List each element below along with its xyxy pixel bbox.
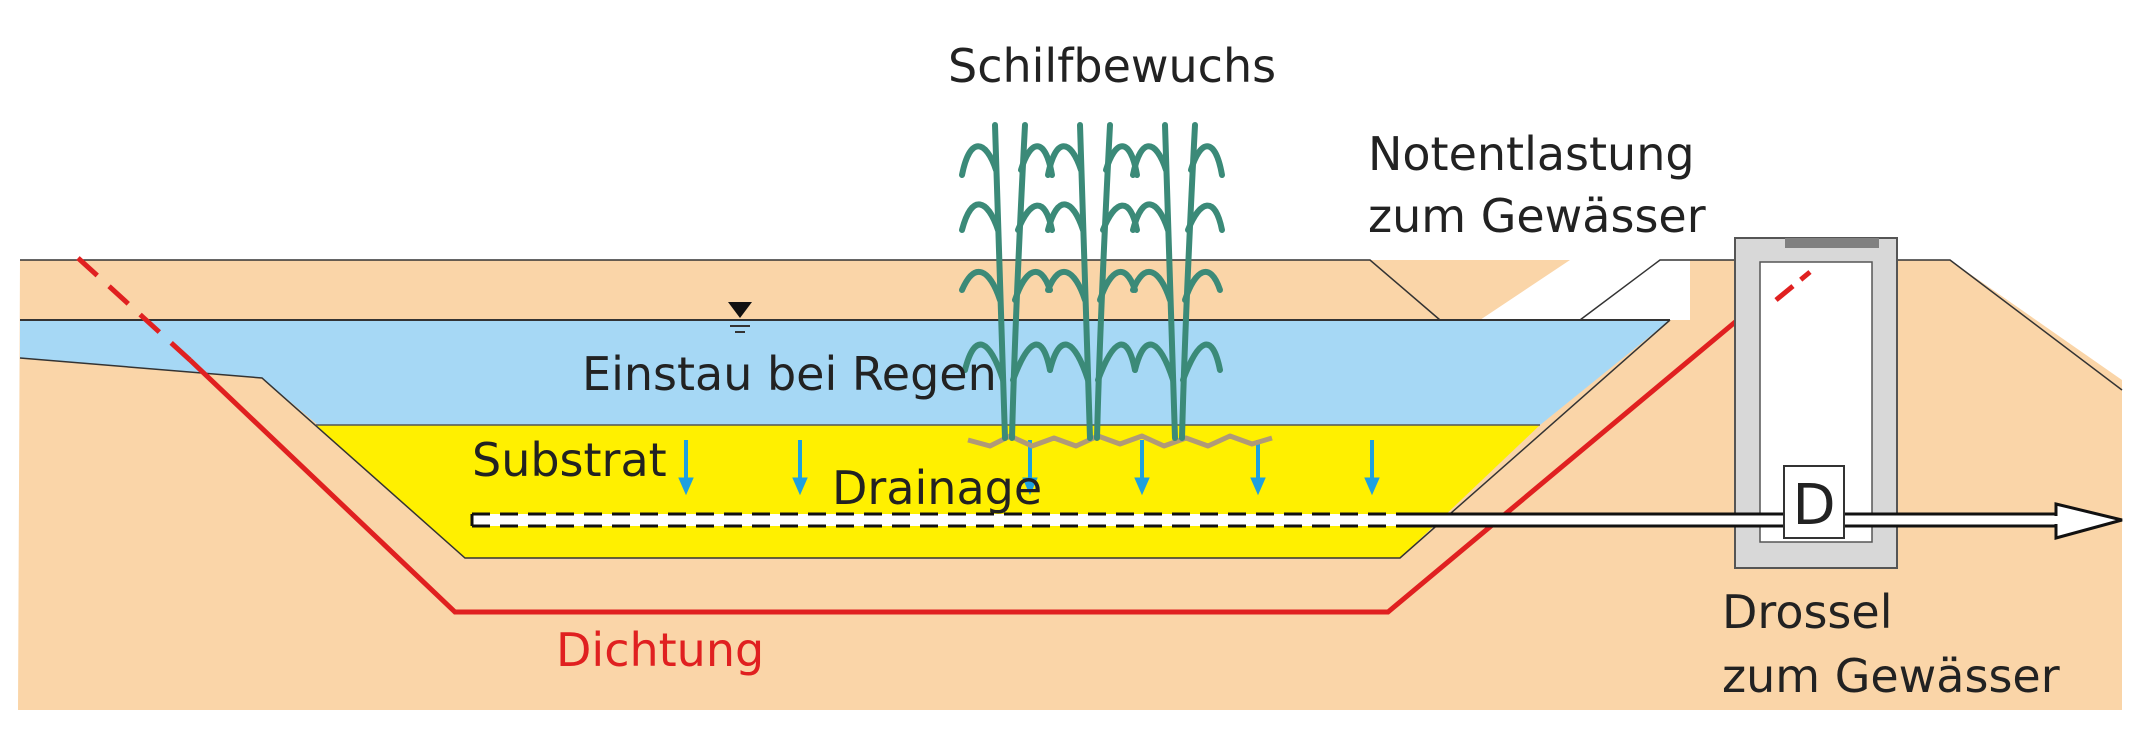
label-reed: Schilfbewuchs	[948, 39, 1276, 93]
label-overflow-line1: Notentlastung	[1368, 127, 1695, 181]
water-body	[20, 320, 1670, 425]
label-ponding: Einstau bei Regen	[582, 347, 997, 401]
seal-dashed-left	[76, 256, 192, 362]
embankment-line-right	[1885, 259, 2123, 391]
down-arrow-icon	[678, 440, 694, 496]
label-throttle-line1: Drossel	[1722, 585, 1892, 639]
label-seal: Dichtung	[556, 623, 764, 677]
seal-line	[188, 316, 1742, 615]
down-arrow-icon	[1364, 440, 1380, 496]
seal-dashed-shaft	[1774, 270, 1812, 302]
label-substrate: Substrat	[472, 433, 667, 487]
down-arrow-icon	[792, 440, 808, 496]
label-drainage: Drainage	[832, 461, 1042, 515]
down-arrow-icon	[1134, 440, 1150, 496]
throttle-box: D	[1783, 465, 1845, 539]
shaft-lid	[1785, 238, 1879, 248]
down-arrow-icon	[1250, 440, 1266, 496]
throttle-symbol: D	[1792, 473, 1835, 538]
ground-surface-line-right	[1579, 259, 1740, 321]
reed-plant	[1130, 122, 1225, 441]
drainage-pipe	[470, 512, 1410, 528]
right-arrow-icon	[1410, 502, 2123, 540]
label-throttle-line2: zum Gewässer	[1722, 649, 2060, 703]
infiltration-arrows	[678, 440, 1380, 496]
reed-plants	[959, 122, 1225, 441]
roots	[967, 433, 1273, 449]
water-level-triangle-icon	[728, 302, 752, 333]
ground-surface-line	[20, 259, 1441, 321]
basin-outline	[19, 319, 1671, 559]
label-overflow-line2: zum Gewässer	[1368, 189, 1706, 243]
reed-plant	[1045, 122, 1140, 441]
